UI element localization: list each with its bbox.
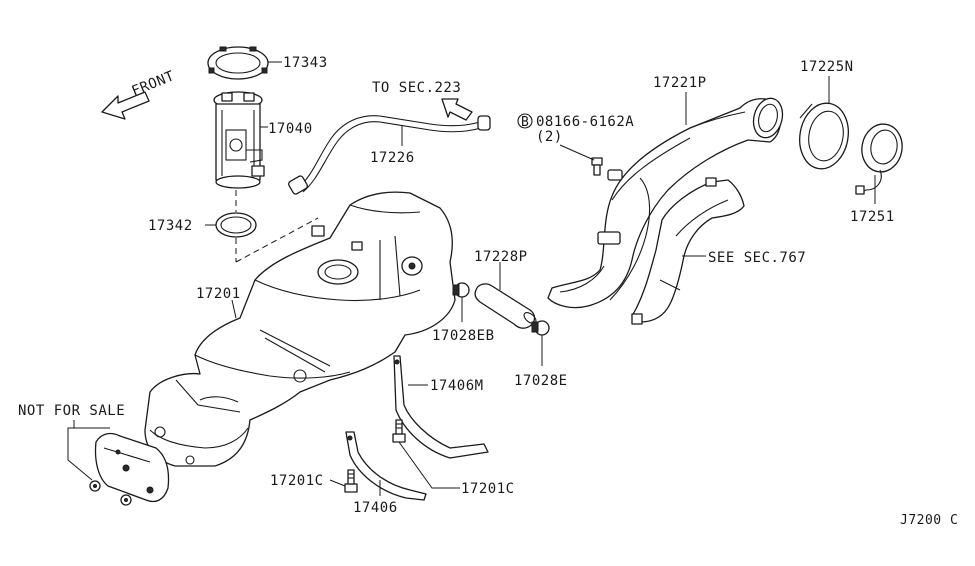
tank-strap-17406m-part: [393, 355, 489, 459]
clamp-17028eb-part: [452, 282, 470, 298]
bolt-marker-label: B: [521, 115, 529, 130]
fuel-tank-part: [144, 191, 456, 467]
bolt-08166-part: [591, 157, 603, 176]
fuel-cap-part: [855, 123, 903, 195]
label-17228p: 17228P: [474, 249, 528, 265]
see-sec-label: SEE SEC.767: [708, 250, 806, 266]
tank-strap-17406-part: [345, 431, 427, 501]
vent-hose-part: [288, 115, 491, 195]
not-for-sale-label: NOT FOR SALE: [18, 403, 125, 419]
label-17221p: 17221P: [653, 75, 707, 91]
label-17406m: 17406M: [430, 378, 484, 394]
filler-bracket-part: [631, 177, 745, 325]
label-17225n: 17225N: [800, 59, 854, 75]
bolt-marker-icon: [517, 113, 533, 129]
to-sec-label: TO SEC.223: [372, 80, 461, 96]
lock-ring-part: [207, 46, 269, 80]
label-17226: 17226: [370, 150, 415, 166]
label-17028eb: 17028EB: [432, 328, 495, 344]
bolt-qty-label: (2): [536, 129, 563, 145]
filler-tube-part: [547, 97, 784, 309]
filler-hose-part: [474, 283, 537, 329]
to-sec-arrow-icon: [441, 98, 473, 121]
label-17201c-left: 17201C: [270, 473, 324, 489]
clamp-17028e-part: [531, 320, 550, 336]
gasket-part: [215, 212, 257, 238]
front-arrow-icon: [101, 91, 150, 120]
shield-nut-icon: [89, 480, 132, 506]
label-17343: 17343: [283, 55, 328, 71]
front-label: FRONT: [130, 68, 177, 100]
label-17201: 17201: [196, 286, 241, 302]
filler-ring-part: [799, 102, 849, 170]
label-17406: 17406: [353, 500, 398, 516]
label-17201c-right: 17201C: [461, 481, 515, 497]
label-17342: 17342: [148, 218, 193, 234]
label-17040: 17040: [268, 121, 313, 137]
bolt-17201c-left-part: [344, 469, 358, 493]
label-17028e: 17028E: [514, 373, 568, 389]
heat-shield-part: [94, 432, 170, 503]
bolt-code-label: 08166-6162A: [536, 114, 634, 130]
label-17251: 17251: [850, 209, 895, 225]
diagram-code-label: J7200 C: [900, 513, 958, 528]
fuel-pump-module-part: [213, 91, 265, 189]
